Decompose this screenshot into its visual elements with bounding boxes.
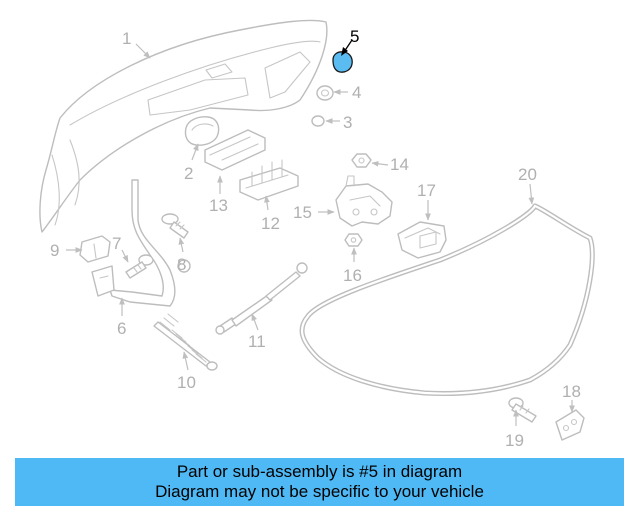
callout-1: 1 bbox=[122, 29, 131, 48]
callout-10: 10 bbox=[177, 373, 196, 392]
callout-6: 6 bbox=[117, 319, 126, 338]
callout-14: 14 bbox=[390, 155, 409, 174]
callout-11: 11 bbox=[248, 332, 266, 351]
bolt-part-8 bbox=[161, 213, 189, 239]
banner-line-part-info: Part or sub-assembly is #5 in diagram bbox=[176, 462, 463, 481]
callout-20: 20 bbox=[518, 165, 537, 184]
switch-bracket-part bbox=[239, 159, 299, 201]
weatherstrip-seal-part bbox=[299, 203, 595, 397]
gas-strut-part bbox=[215, 262, 308, 335]
callout-17: 17 bbox=[417, 181, 436, 200]
bolt-part-19 bbox=[508, 397, 537, 423]
bumper-pad-part bbox=[184, 116, 220, 146]
callout-7: 7 bbox=[112, 234, 121, 253]
callout-12: 12 bbox=[261, 214, 280, 233]
cushion-part-9 bbox=[79, 235, 111, 263]
striker-cover-part bbox=[397, 221, 447, 259]
callout-8: 8 bbox=[177, 255, 186, 274]
nut-part-16 bbox=[344, 233, 363, 247]
callout-13: 13 bbox=[209, 196, 228, 215]
highlighted-cap-part bbox=[332, 51, 353, 73]
callout-16: 16 bbox=[343, 266, 362, 285]
callout-4: 4 bbox=[352, 83, 361, 102]
parts-diagram: 1 2 3 4 5 6 7 8 9 10 11 12 13 14 15 16 1… bbox=[39, 19, 595, 450]
callout-15: 15 bbox=[293, 203, 312, 222]
trunk-lid-part bbox=[39, 19, 328, 233]
trunk-latch-part bbox=[335, 175, 393, 227]
banner-line-disclaimer: Diagram may not be specific to your vehi… bbox=[155, 482, 484, 501]
trunk-switch-part bbox=[204, 129, 266, 171]
callout-19: 19 bbox=[505, 431, 524, 450]
callout-18: 18 bbox=[562, 382, 581, 401]
bolt-part-7 bbox=[125, 254, 154, 279]
spring-part bbox=[153, 313, 218, 371]
nut-part-14 bbox=[351, 153, 372, 168]
callout-3: 3 bbox=[343, 113, 352, 132]
info-banner: Part or sub-assembly is #5 in diagram Di… bbox=[15, 458, 624, 506]
bracket-part-18 bbox=[555, 409, 585, 441]
grommet-part bbox=[316, 85, 334, 101]
o-ring-part bbox=[311, 115, 325, 127]
callout-9: 9 bbox=[50, 241, 59, 260]
callout-2: 2 bbox=[184, 164, 193, 183]
callout-5: 5 bbox=[350, 27, 359, 46]
